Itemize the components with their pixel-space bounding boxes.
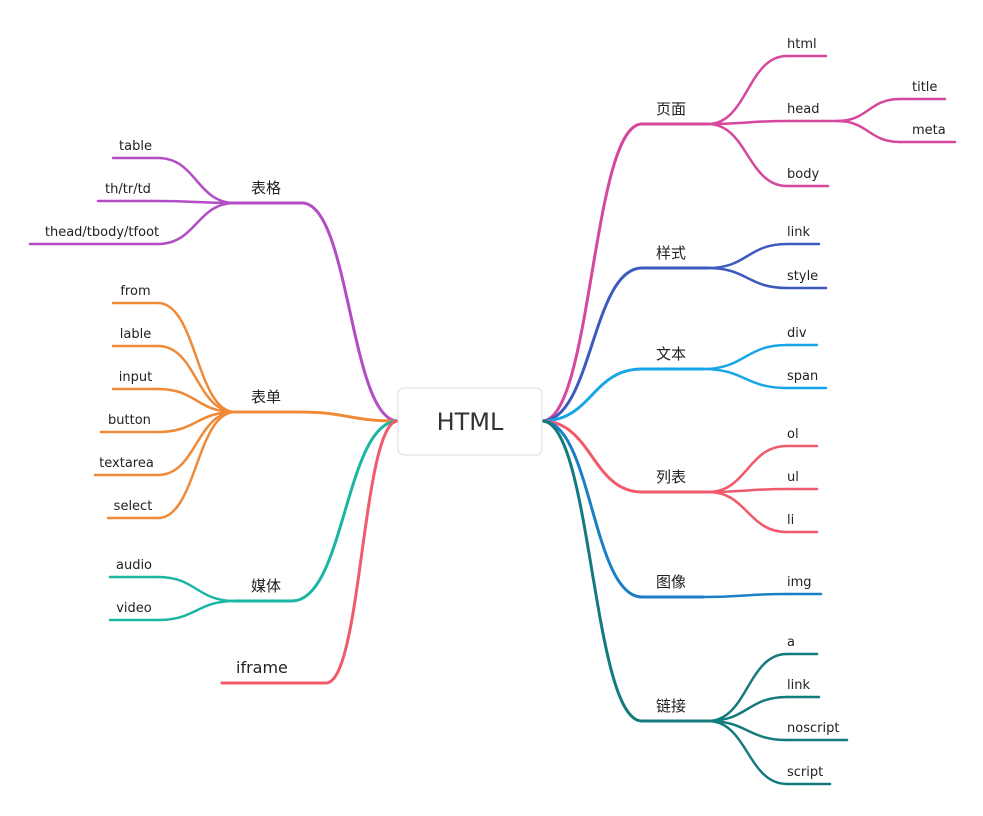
branch-4-child-0-label: img: [787, 575, 812, 590]
branch-0-child-1-sub-1-label: meta: [912, 123, 946, 138]
branch-4-child-0-connector: [701, 592, 789, 599]
branch-6-label: 表格: [251, 179, 281, 197]
branch-5-child-0-connector: [706, 652, 789, 723]
branch-2-child-1-connector: [701, 367, 789, 390]
branch-8-child-0-label: audio: [116, 558, 152, 573]
branch-0-child-0-label: html: [787, 37, 817, 52]
branch-2-child-0-label: div: [787, 326, 807, 341]
branch-4-connector: [540, 419, 644, 599]
branch-5-child-3-connector: [706, 719, 789, 786]
branch-6-child-1-label: th/tr/td: [105, 182, 151, 197]
branch-7-child-3-label: button: [108, 413, 151, 428]
branch-4-label: 图像: [656, 573, 686, 591]
branch-9-label: iframe: [236, 658, 288, 677]
branch-7-child-2-label: input: [119, 370, 152, 385]
root-label: HTML: [437, 408, 504, 436]
branch-0-child-1-sub-1-connector: [835, 119, 902, 144]
branch-0-connector: [540, 122, 644, 423]
branch-8-child-1-label: video: [116, 601, 152, 616]
branch-5-child-0-label: a: [787, 635, 795, 650]
branch-0-child-1-sub-0-label: title: [912, 80, 937, 95]
branch-0-child-1-sub-0-connector: [835, 97, 902, 123]
branch-3-child-1-label: ul: [787, 470, 799, 485]
branch-3-label: 列表: [656, 468, 686, 486]
branch-0-child-0-connector: [706, 54, 789, 126]
branch-1-child-0-connector: [706, 242, 789, 270]
branch-8-connector: [290, 419, 400, 603]
branch-8-child-0-connector: [156, 575, 237, 603]
branch-6-child-2-connector: [156, 201, 237, 246]
branch-0-child-1-connector: [706, 119, 789, 126]
branch-6-child-2-label: thead/tbody/tfoot: [45, 225, 159, 240]
branch-3-child-0-label: ol: [787, 427, 799, 442]
branch-5-label: 链接: [656, 697, 686, 715]
branch-8-child-1-connector: [156, 599, 237, 622]
branch-7-connector: [296, 410, 400, 423]
branch-7-child-0-connector: [156, 301, 237, 414]
branch-5-child-1-label: link: [787, 678, 810, 693]
branch-5-child-2-label: noscript: [787, 721, 839, 736]
branch-5-child-3-label: script: [787, 765, 823, 780]
branch-1-label: 样式: [656, 244, 686, 262]
branch-7-label: 表单: [251, 388, 281, 406]
branch-1-child-0-label: link: [787, 225, 810, 240]
branch-6-child-0-connector: [156, 156, 237, 205]
branch-3-connector: [540, 419, 644, 494]
branch-7-child-5-connector: [156, 410, 237, 520]
branch-8-label: 媒体: [251, 577, 281, 595]
root-node: [397, 387, 543, 456]
branch-3-child-2-label: li: [787, 513, 794, 528]
branch-0-label: 页面: [656, 100, 686, 118]
branch-7-child-4-label: textarea: [99, 456, 154, 471]
branch-0-child-2-connector: [706, 122, 789, 188]
branch-6-child-0-label: table: [119, 139, 152, 154]
branch-2-child-1-label: span: [787, 369, 818, 384]
branch-7-child-5-label: select: [114, 499, 153, 514]
branch-6-connector: [300, 201, 400, 423]
branch-0-child-2-label: body: [787, 167, 819, 182]
branch-1-child-1-connector: [706, 266, 789, 290]
branch-0-child-1-label: head: [787, 102, 819, 117]
branch-7-child-1-label: lable: [120, 327, 151, 342]
branch-5-connector: [540, 419, 644, 723]
branch-2-label: 文本: [656, 345, 686, 363]
branch-5-child-1-connector: [706, 695, 789, 723]
branch-3-child-2-connector: [706, 490, 789, 534]
branch-7-child-1-connector: [156, 344, 237, 414]
branch-7-child-0-label: from: [120, 284, 150, 299]
branch-1-child-1-label: style: [787, 269, 818, 284]
branch-2-connector: [540, 367, 644, 423]
branch-9-connector: [324, 419, 400, 685]
branch-1-connector: [540, 266, 644, 423]
branch-2-child-0-connector: [701, 343, 789, 371]
branch-3-child-0-connector: [706, 444, 789, 494]
